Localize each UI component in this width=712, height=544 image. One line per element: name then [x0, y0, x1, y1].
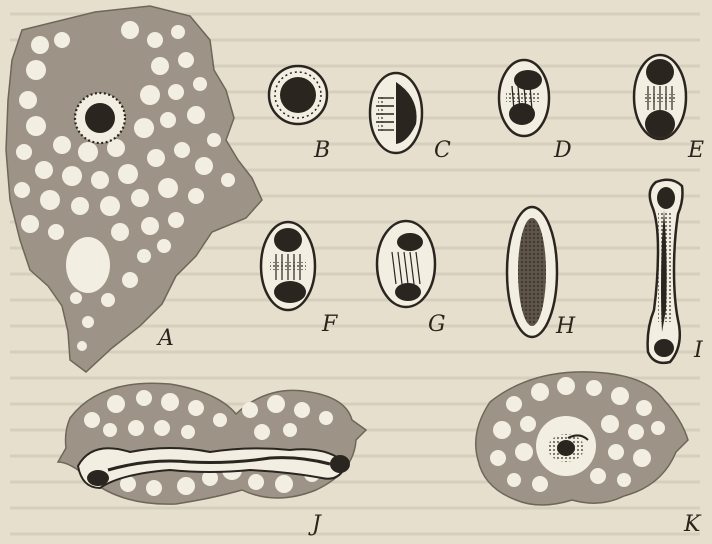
cell-d — [499, 60, 549, 136]
cell-g — [377, 221, 435, 307]
cell-h — [507, 207, 557, 337]
label-i: I — [694, 340, 703, 362]
label-a: A — [158, 328, 174, 350]
cell-i — [648, 180, 683, 363]
cell-b — [269, 66, 327, 124]
label-j: J — [312, 514, 321, 536]
cell-c — [370, 73, 422, 153]
cell-a — [6, 6, 262, 372]
label-e: E — [688, 140, 704, 162]
cell-f — [261, 222, 315, 310]
cell-j — [58, 383, 366, 504]
label-f: F — [322, 314, 337, 336]
cell-k — [476, 372, 688, 505]
label-g: G — [428, 314, 446, 336]
label-c: C — [434, 140, 451, 162]
label-k: K — [684, 514, 700, 536]
label-h: H — [556, 316, 575, 338]
cell-e — [634, 55, 686, 139]
label-d: D — [554, 140, 572, 162]
label-b: B — [314, 140, 330, 162]
